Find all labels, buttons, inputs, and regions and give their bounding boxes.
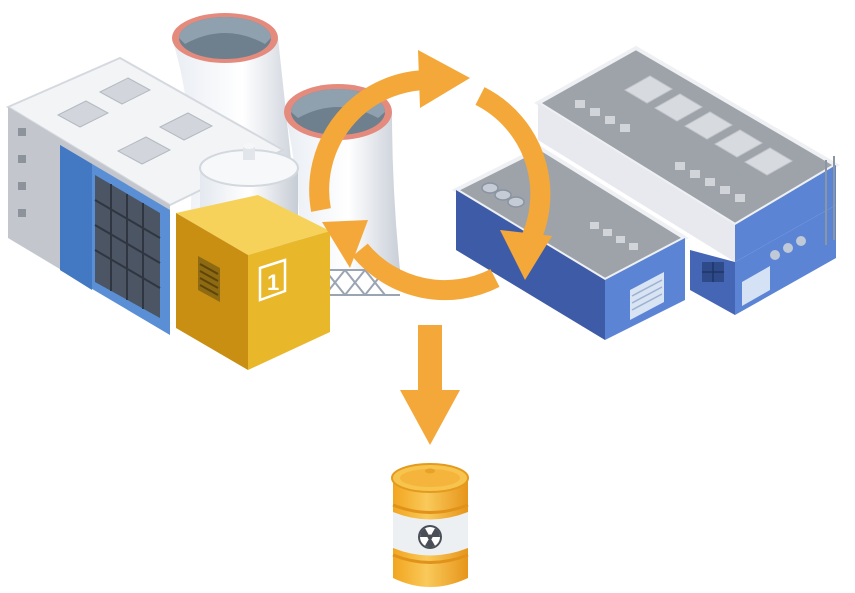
roof-skylights: [623, 75, 794, 176]
down-arrow-icon: [400, 325, 460, 445]
roof-vents: [56, 77, 214, 165]
radiation-symbol-icon: [418, 525, 442, 549]
facility-ladder: [825, 156, 835, 245]
reactor-building: 1: [176, 143, 330, 370]
cycle-arrow-top: [309, 69, 431, 212]
nuclear-power-plant: 1: [5, 13, 400, 370]
roof-units: [575, 100, 745, 202]
cycle-arrowhead-right: [500, 230, 552, 280]
facility-vent-right: [742, 266, 770, 306]
reactor-unit-number: 1: [267, 270, 279, 295]
roof-fans: [481, 182, 525, 208]
wall-fans: [770, 236, 806, 260]
recycle-arrows-icon: [309, 69, 551, 301]
facility-back-building: [534, 45, 840, 315]
reactor-unit-badge: 1: [258, 258, 287, 302]
nuclear-waste-barrel: [391, 463, 469, 587]
front-roof-units: [590, 222, 638, 250]
hall-grid-window: [94, 184, 161, 309]
cycle-arrowhead-top: [418, 50, 470, 108]
cycle-arrow-bottom: [352, 243, 500, 301]
cycle-arrowheads: [322, 50, 552, 280]
hall-windows: [18, 128, 26, 217]
reactor-vent: [198, 256, 220, 302]
front-building-vent: [630, 272, 664, 320]
turbine-hall: [5, 56, 286, 335]
cycle-arrowhead-left: [322, 220, 368, 268]
cycle-arrow-right: [475, 87, 551, 261]
reprocessing-facility: [451, 45, 840, 340]
